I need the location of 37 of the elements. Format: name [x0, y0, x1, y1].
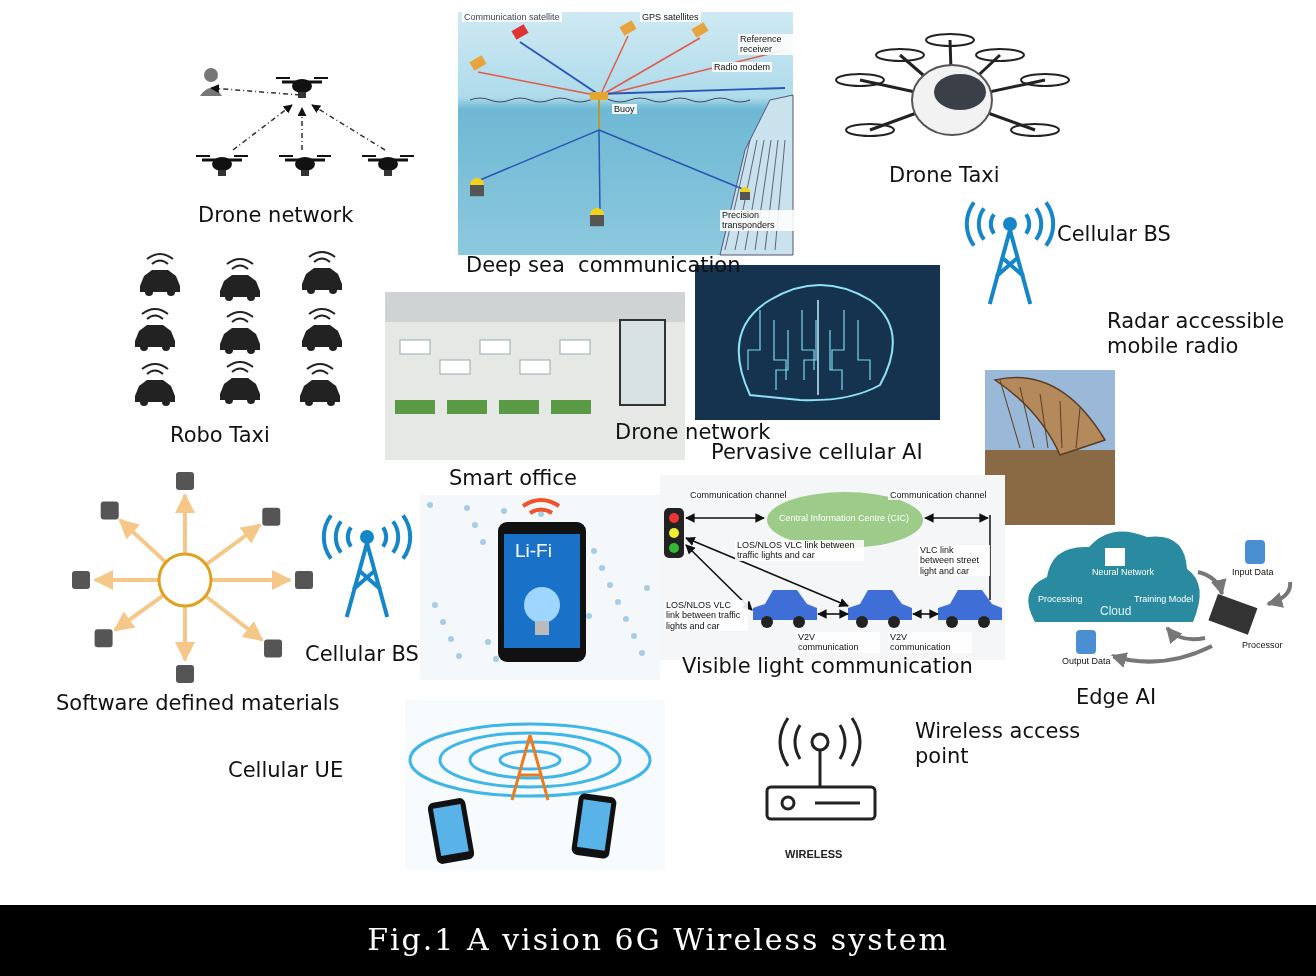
diagram-annotation: V2V communication — [796, 632, 880, 653]
diagram-annotation: Communication channel — [888, 490, 989, 501]
diagram-annotation: V2V communication — [888, 632, 972, 653]
diagram-annotation: Reference receiver — [738, 34, 796, 55]
diagram-annotation: Processor — [1240, 640, 1285, 651]
diagram-annotation: Cloud — [1099, 605, 1133, 619]
diagram-annotation: Central Information Centre (CIC) — [778, 513, 911, 524]
diagram-annotation: Communication channel — [688, 490, 789, 501]
image-caption: Smart office — [449, 466, 578, 492]
image-caption: Edge AI — [1076, 685, 1158, 711]
image-caption: Cellular BS — [1057, 222, 1172, 248]
image-caption: Robo Taxi — [170, 423, 271, 449]
diagram-annotation: LOS/NLOS VLC link between traffic lights and car — [735, 540, 864, 561]
figure-caption: Fig.1 A vision 6G Wireless system — [366, 922, 950, 957]
diagram-annotation: Buoy — [612, 104, 637, 115]
image-caption: Deep sea communication — [466, 253, 742, 279]
diagram-annotation: GPS satellites — [640, 12, 701, 23]
diagram-annotation: Input Data — [1230, 567, 1276, 578]
image-caption: Cellular UE — [228, 758, 345, 784]
diagram-annotation: LOS/NLOS VLC link between traffic lights and car — [664, 600, 748, 632]
diagram-annotation: VLC link between street light and car — [918, 545, 990, 577]
diagram-annotation: Communication satellite — [462, 12, 562, 23]
diagram-annotation: Precision transponders — [720, 210, 794, 231]
image-caption: Wireless access point — [915, 719, 1082, 770]
image-caption: Drone network — [198, 203, 355, 229]
diagram-annotation: Processing — [1037, 594, 1084, 605]
screen-text: Li-Fi — [514, 540, 553, 562]
image-caption: Cellular BS — [305, 642, 420, 668]
diagram-annotation: Output Data — [1060, 656, 1113, 667]
image-caption: Software defined materials — [56, 691, 341, 717]
icon-caption: WIRELESS — [785, 848, 844, 862]
diagram-annotation: Training Model — [1133, 594, 1195, 605]
image-caption: Drone Taxi — [889, 163, 1001, 189]
image-caption: Radar accessible mobile radio — [1107, 309, 1286, 360]
diagram-annotation: Neural Network — [1091, 567, 1156, 578]
diagram-annotation: Radio modem — [712, 62, 773, 73]
image-caption: Visible light communication — [682, 654, 974, 680]
